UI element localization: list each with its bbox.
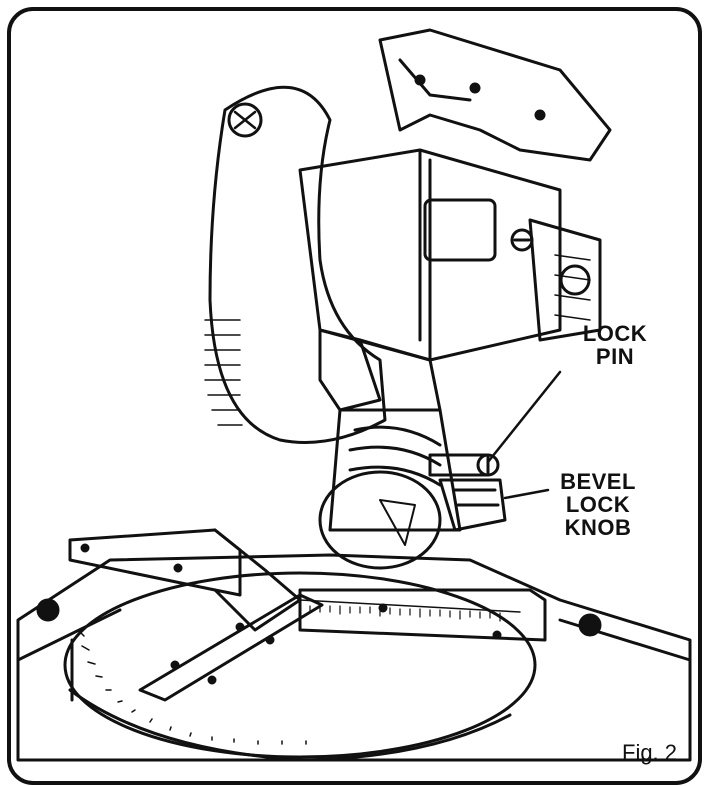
handle <box>378 28 612 162</box>
bevel-lock-knob-label-line-1: BEVEL <box>560 469 636 494</box>
lock-pin-label-line-2: PIN <box>595 344 635 369</box>
bevel-lock-knob-label-line-2: LOCK <box>565 492 631 517</box>
blade-guard <box>204 85 387 444</box>
saw-arm <box>318 328 442 412</box>
lock-pin-callout: LOCK PIN <box>575 322 655 368</box>
saw-base <box>16 553 692 762</box>
right-fence <box>298 588 547 642</box>
bevel-lock-knob-label-line-3: KNOB <box>564 515 632 540</box>
lock-pin-and-knob <box>428 453 507 532</box>
figure-frame <box>7 7 702 785</box>
bevel-pivot <box>318 408 462 570</box>
kerf-plate <box>138 593 324 702</box>
miter-scale <box>77 629 307 745</box>
turntable <box>63 571 537 762</box>
lock-pin-label-line-1: LOCK <box>582 321 648 346</box>
leader-lines <box>486 370 562 500</box>
bevel-lock-knob-callout: BEVEL LOCK KNOB <box>543 470 653 539</box>
figure-label: Fig. 2 <box>622 740 678 765</box>
